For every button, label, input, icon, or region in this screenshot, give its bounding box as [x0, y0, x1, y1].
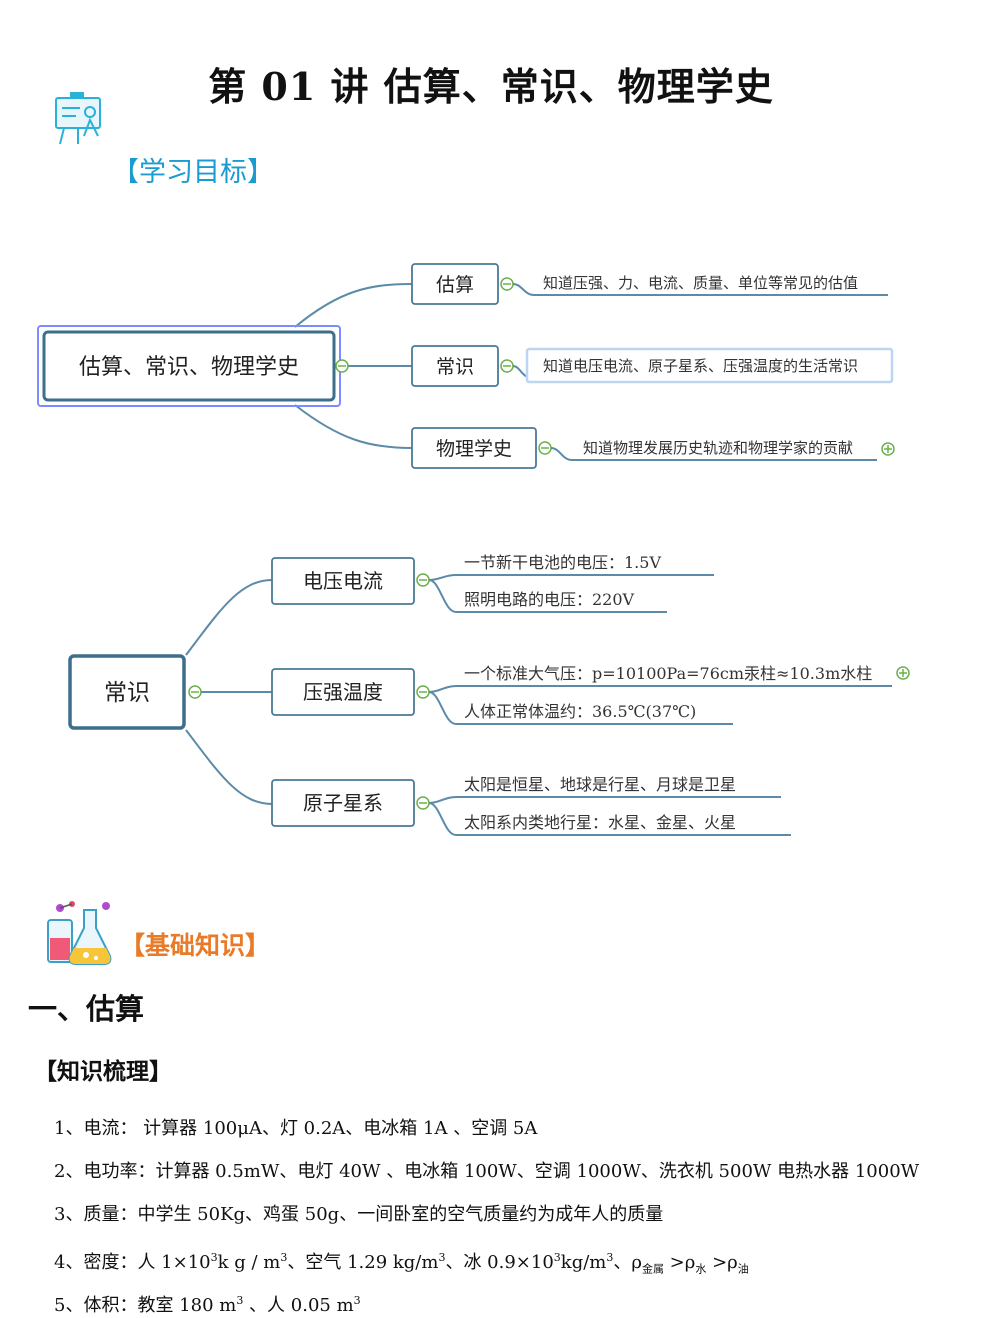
note-changshi-highlight: [525, 347, 894, 384]
root-node-label: 估算、常识、物理学史: [79, 355, 299, 380]
note-stars: 太阳是恒星、地球是行星、月球是卫星: [464, 775, 736, 794]
item-power: 2、电功率：计算器 0.5mW、电灯 40W 、电冰箱 100W、空调 1000…: [54, 1161, 920, 1182]
node-pressure-temp: [271, 668, 415, 716]
node-atom-galaxy: [271, 779, 415, 827]
node-wuli: [411, 427, 537, 469]
root2-node: [68, 654, 186, 730]
heading-estimation: 一、估算: [28, 992, 145, 1026]
section-basics: 【基础知识】: [120, 931, 271, 960]
page-title: 第 01 讲 估算、常识、物理学史: [208, 64, 774, 109]
node-pressure-temp-label: 压强温度: [303, 680, 383, 704]
note-atmosphere: 一个标准大气压：p=10100Pa=76cm汞柱≈10.3m水柱: [464, 664, 872, 683]
node-voltage-current: [271, 557, 415, 605]
teacher-board-icon: [55, 92, 101, 145]
item-volume: 5、体积：教室 180 m3 、人 0.05 m3: [54, 1294, 361, 1316]
node-wuli-label: 物理学史: [436, 438, 512, 460]
connector-gusuan: [294, 283, 413, 328]
note-body-temp: 人体正常体温约：36.5℃(37℃): [464, 702, 696, 721]
root2-label: 常识: [104, 680, 150, 706]
section-learning-goals: 【学习目标】: [112, 157, 274, 188]
note-changshi: 知道电压电流、原子星系、压强温度的生活常识: [543, 357, 858, 375]
node-voltage-current-label: 电压电流: [303, 569, 383, 593]
mindmap-overview: 估算、常识、物理学史 估算 知道压强、力、电流、质量、单位等常见的估值 常识 知…: [37, 263, 895, 469]
note-planets: 太阳系内类地行星：水星、金星、火星: [464, 813, 736, 832]
item-density: 4、密度：人 1×103k g / m3、空气 1.29 kg/m3、冰 0.9…: [54, 1251, 749, 1276]
chemistry-flask-icon: [47, 901, 112, 965]
node-gusuan-label: 估算: [436, 274, 474, 296]
mindmap-common-sense: 常识 电压电流 一节新干电池的电压：1.5V 照明电路的电压：220V 压强温度…: [68, 553, 910, 836]
node-changshi-label: 常识: [436, 356, 474, 378]
item-current: 1、电流： 计算器 100μA、灯 0.2A、电冰箱 1A 、空调 5A: [54, 1118, 538, 1139]
node-atom-galaxy-label: 原子星系: [303, 791, 383, 815]
node-changshi: [411, 345, 499, 387]
note-battery-voltage: 一节新干电池的电压：1.5V: [464, 553, 661, 572]
note-gusuan: 知道压强、力、电流、质量、单位等常见的估值: [543, 274, 858, 292]
connector-wuli: [294, 404, 413, 449]
note-wuli: 知道物理发展历史轨迹和物理学家的贡献: [583, 439, 853, 457]
item-mass: 3、质量：中学生 50Kg、鸡蛋 50g、一间卧室的空气质量约为成年人的质量: [54, 1204, 664, 1225]
node-gusuan: [411, 263, 499, 305]
note-lighting-voltage: 照明电路的电压：220V: [464, 590, 635, 609]
root-node: [42, 330, 336, 402]
heading-knowledge-summary: 【知识梳理】: [34, 1059, 172, 1085]
